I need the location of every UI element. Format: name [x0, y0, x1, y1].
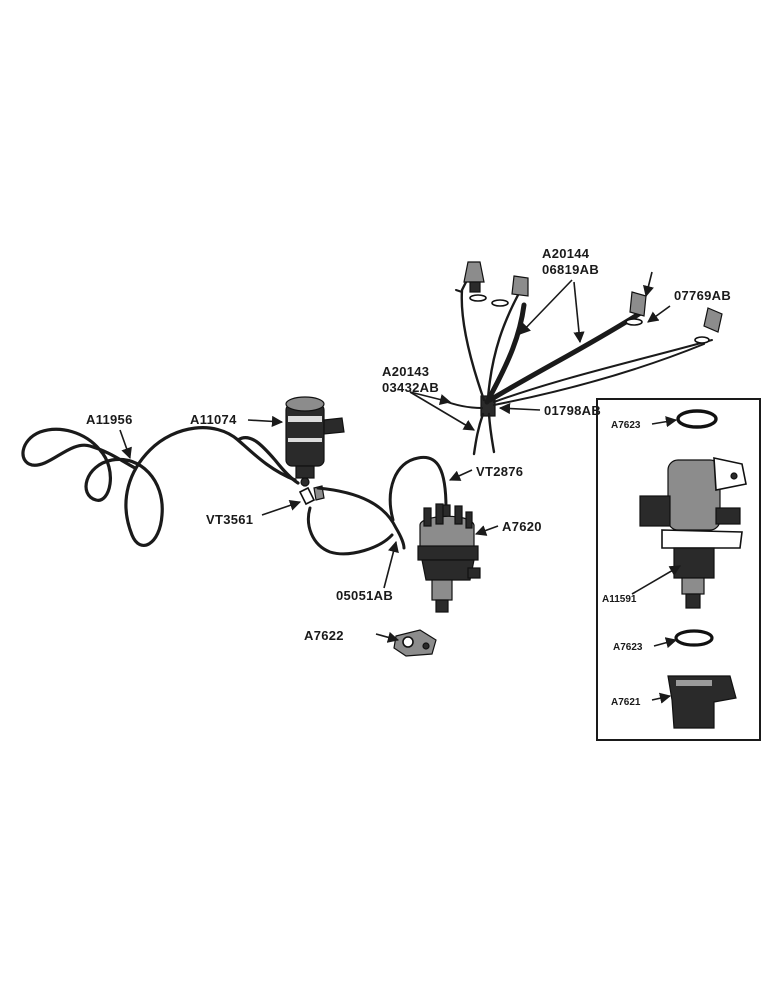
label-distributor: A7620 [502, 519, 542, 534]
inset-panel [596, 398, 761, 741]
plug-terminal-3 [625, 291, 647, 326]
distributor-flange [393, 629, 437, 657]
label-inset-cap: A7621 [611, 697, 641, 708]
coil-wire-a11956 [21, 426, 300, 547]
high-tension-wire [306, 486, 406, 556]
label-harness-b-part: A20143 [382, 364, 429, 379]
label-harness-b-code: 03432AB [382, 380, 439, 395]
label-harness-a-code: 06819AB [542, 262, 599, 277]
spark-plug-harness [441, 261, 723, 456]
label-high-tension-wire: 05051AB [336, 588, 393, 603]
coil-clip [298, 485, 325, 506]
label-inset-oring-top: A7623 [611, 420, 641, 431]
label-coil: A11074 [190, 412, 237, 427]
ignition-coil [285, 396, 345, 487]
distributor [417, 503, 481, 613]
inset-housing-shape [639, 456, 747, 609]
label-coil-clip: VT3561 [206, 512, 253, 527]
label-harness-a-part: A20144 [542, 246, 590, 261]
label-plug-terminal: 07769AB [674, 288, 731, 303]
leader-lines [119, 271, 671, 643]
label-coil-wire: A11956 [86, 412, 133, 427]
label-inset-housing: A11591 [602, 594, 637, 605]
plug-terminal-1 [463, 261, 487, 302]
plug-terminal-2 [491, 275, 529, 307]
label-distributor-wire: VT2876 [476, 464, 523, 479]
label-distributor-flange: A7622 [304, 628, 344, 643]
label-inset-oring-bottom: A7623 [613, 642, 643, 653]
inset-oring-top-shape [676, 409, 718, 429]
inset-cap-shape [667, 675, 737, 729]
label-harness-clamp: 01798AB [544, 403, 601, 418]
plug-terminal-4 [694, 307, 723, 344]
